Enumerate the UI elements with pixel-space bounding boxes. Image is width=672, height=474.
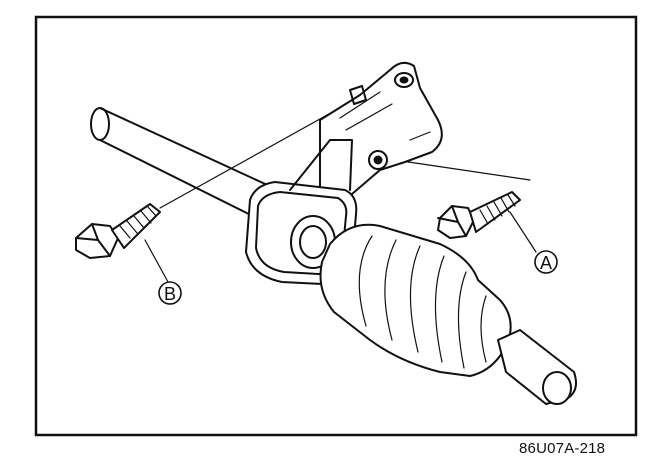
leader-line-b [144, 239, 169, 283]
bolt-b [75, 203, 161, 259]
figure-frame [34, 15, 638, 437]
cv-boot [319, 223, 512, 377]
leader-line-a [509, 211, 537, 253]
callout-b: B [158, 281, 182, 305]
bolt-a [437, 191, 521, 239]
figure-code: 86U07A-218 [519, 440, 606, 457]
callout-a: A [534, 250, 558, 274]
callout-b-label: B [164, 284, 176, 304]
axis-line-a [394, 159, 531, 181]
callout-a-label: A [540, 253, 552, 273]
mounting-bracket [319, 61, 443, 206]
output-stub-shaft [497, 329, 577, 405]
